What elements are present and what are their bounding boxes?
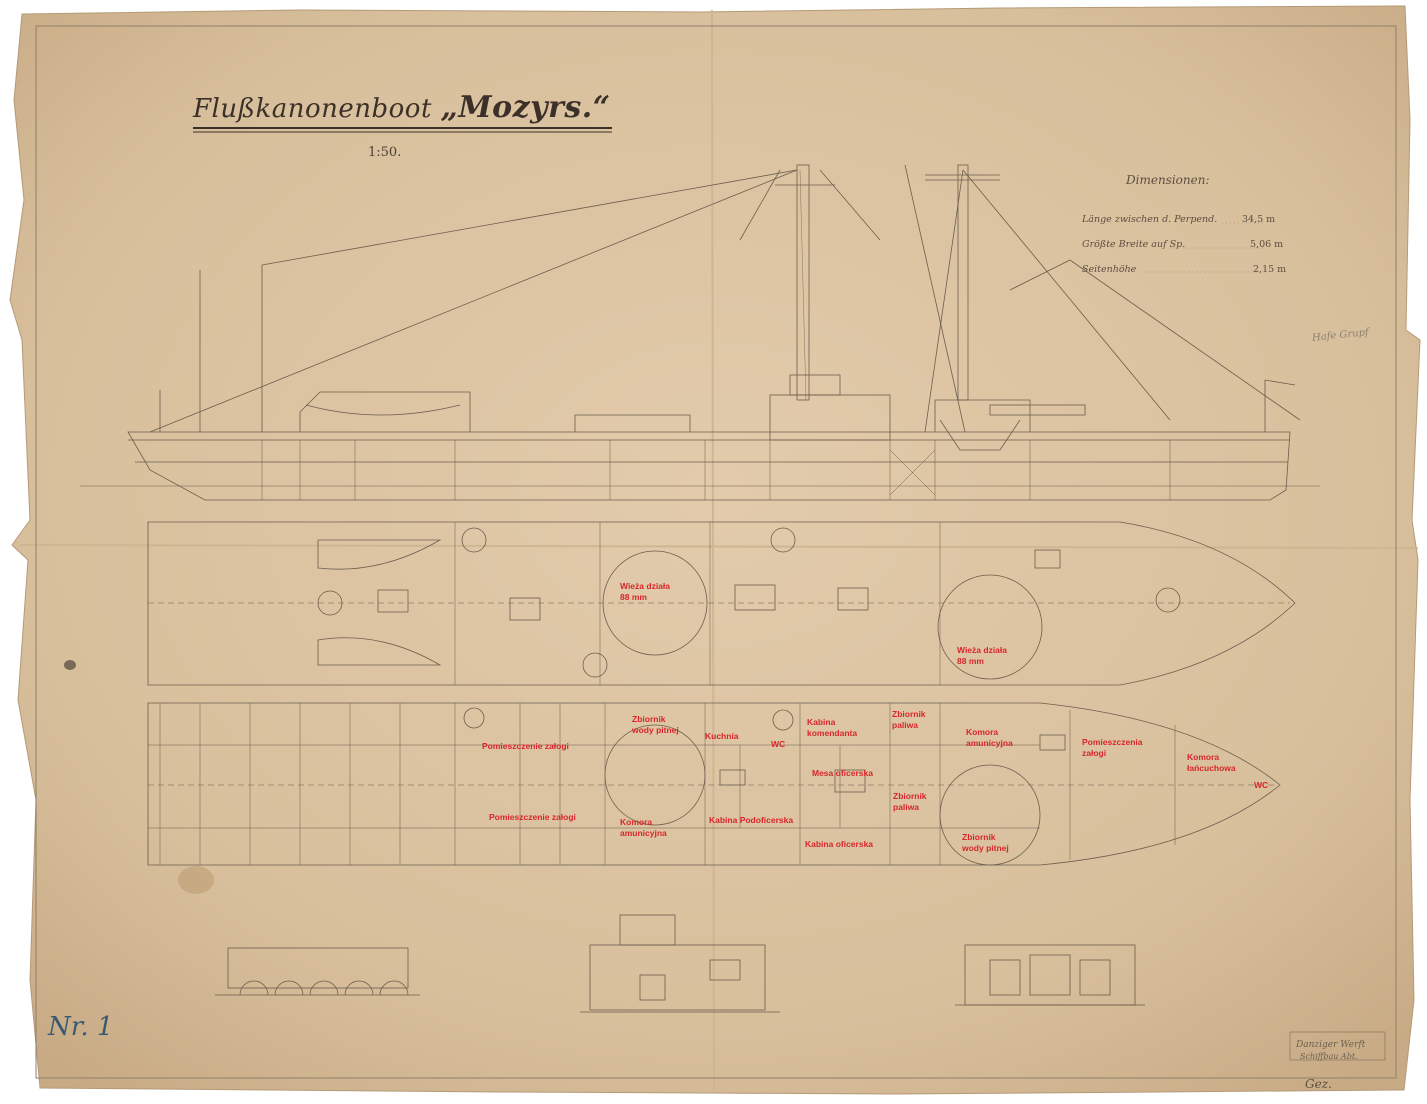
label-line: paliwa (892, 720, 918, 730)
dimension-label-depth: Seitenhöhe (1082, 264, 1137, 275)
label-line: Wieża działa (620, 581, 670, 591)
label-line: amunicyjna (620, 828, 667, 838)
label-line: Zbiornik (632, 714, 666, 724)
sheet-number-signature: Nr. 1 (48, 1012, 114, 1042)
label-line: 88 mm (620, 592, 647, 602)
dimensions-heading: Dimensionen: (1126, 173, 1210, 187)
label-line: Pomieszczenia (1082, 737, 1143, 747)
label-line: komendanta (807, 728, 858, 738)
label-water-tank-aft: Zbiornik wody pitnej (632, 714, 679, 736)
label-fuel-tank-1: Zbiornik paliwa (892, 709, 926, 731)
label-chain-locker: Komora łańcuchowa (1187, 752, 1236, 774)
label-gun-turret-aft: Wieża działa 88 mm (620, 581, 670, 603)
stamp-line-2: Schiffbau Abt. (1300, 1052, 1358, 1061)
label-line: Komora (1187, 752, 1220, 762)
label-line: Wieża działa (957, 645, 1007, 655)
label-line: wody pitnej (962, 843, 1009, 853)
label-crew-room-2: Pomieszczenie załogi (489, 812, 576, 822)
label-crew-room-1: Pomieszczenie załogi (482, 741, 569, 751)
label-fuel-tank-2: Zbiornik paliwa (893, 791, 927, 813)
label-line: Komora (966, 727, 999, 737)
label-line: łańcuchowa (1187, 763, 1236, 773)
dimension-label-beam: Größte Breite auf Sp. (1082, 239, 1186, 250)
drawing-title: Flußkanonenboot „Mozyrs.“ (193, 90, 611, 125)
label-line: amunicyjna (966, 738, 1013, 748)
label-wc-bow: WC (1254, 780, 1269, 790)
dimension-value-beam: 5,06 m (1250, 239, 1284, 250)
label-officer-cabin: Kabina oficerska (805, 839, 874, 849)
stamp-signature: Gez. (1305, 1077, 1332, 1091)
label-water-tank-fwd: Zbiornik wody pitnej (962, 832, 1009, 854)
title-prefix: Flußkanonenboot (193, 94, 432, 124)
label-ammo-room-aft: Komora amunicyjna (620, 817, 667, 839)
label-line: Komora (620, 817, 653, 827)
label-line: Zbiornik (962, 832, 996, 842)
dimension-label-length: Länge zwischen d. Perpend. (1082, 214, 1218, 225)
label-officers-mess: Mesa oficerska (812, 768, 873, 778)
title-ship-name: „Mozyrs.“ (440, 90, 611, 125)
label-line: Zbiornik (893, 791, 927, 801)
paper-sheet (9, 5, 1421, 1095)
label-line: Kabina (807, 717, 836, 727)
label-line: Zbiornik (892, 709, 926, 719)
dimension-value-length: 34,5 m (1242, 214, 1276, 225)
label-line: załogi (1082, 748, 1107, 758)
label-gun-turret-fwd: Wieża działa 88 mm (957, 645, 1007, 667)
label-crew-rooms-bow: Pomieszczenia załogi (1082, 737, 1142, 759)
label-wc-aft: WC (771, 739, 786, 749)
label-line: 88 mm (957, 656, 984, 666)
label-line: paliwa (893, 802, 919, 812)
label-nco-cabin: Kabina Podoficerska (709, 815, 794, 825)
dimension-value-depth: 2,15 m (1253, 264, 1287, 275)
label-galley: Kuchnia (705, 731, 739, 741)
stamp-line-1: Danziger Werft (1296, 1040, 1366, 1050)
label-ammo-room-fwd: Komora amunicyjna (966, 727, 1013, 749)
drawing-scale: 1:50. (368, 145, 402, 160)
label-commander-cabin: Kabina komendanta (807, 717, 857, 739)
label-line: wody pitnej (632, 725, 679, 735)
